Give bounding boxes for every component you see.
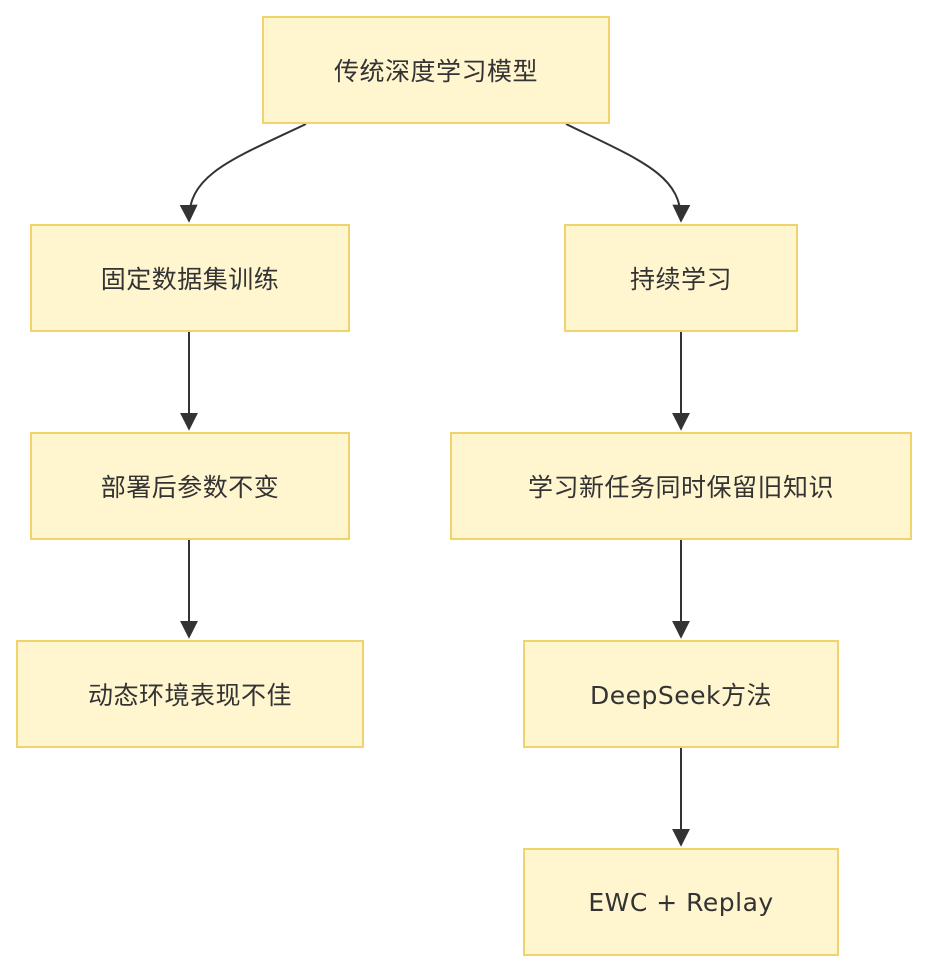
node-traditional-deep-learning: 传统深度学习模型 [262, 16, 610, 124]
node-label: 传统深度学习模型 [333, 57, 538, 86]
node-label: 持续学习 [629, 265, 732, 294]
node-params-frozen-after-deploy: 部署后参数不变 [30, 432, 350, 540]
node-ewc-replay: EWC + Replay [523, 848, 839, 956]
node-continual-learning: 持续学习 [564, 224, 798, 332]
node-poor-dynamic-performance: 动态环境表现不佳 [16, 640, 364, 748]
node-label: 固定数据集训练 [100, 265, 280, 294]
edge-root-to-continual [565, 123, 691, 223]
node-label: 部署后参数不变 [100, 473, 280, 502]
edge-root-to-fixed-training [179, 123, 307, 223]
node-deepseek-method: DeepSeek方法 [523, 640, 839, 748]
node-fixed-dataset-training: 固定数据集训练 [30, 224, 350, 332]
node-learn-new-keep-old: 学习新任务同时保留旧知识 [450, 432, 912, 540]
node-label: 动态环境表现不佳 [87, 681, 292, 710]
node-label: DeepSeek方法 [590, 681, 772, 710]
node-label: 学习新任务同时保留旧知识 [527, 473, 834, 502]
node-label: EWC + Replay [588, 887, 774, 917]
